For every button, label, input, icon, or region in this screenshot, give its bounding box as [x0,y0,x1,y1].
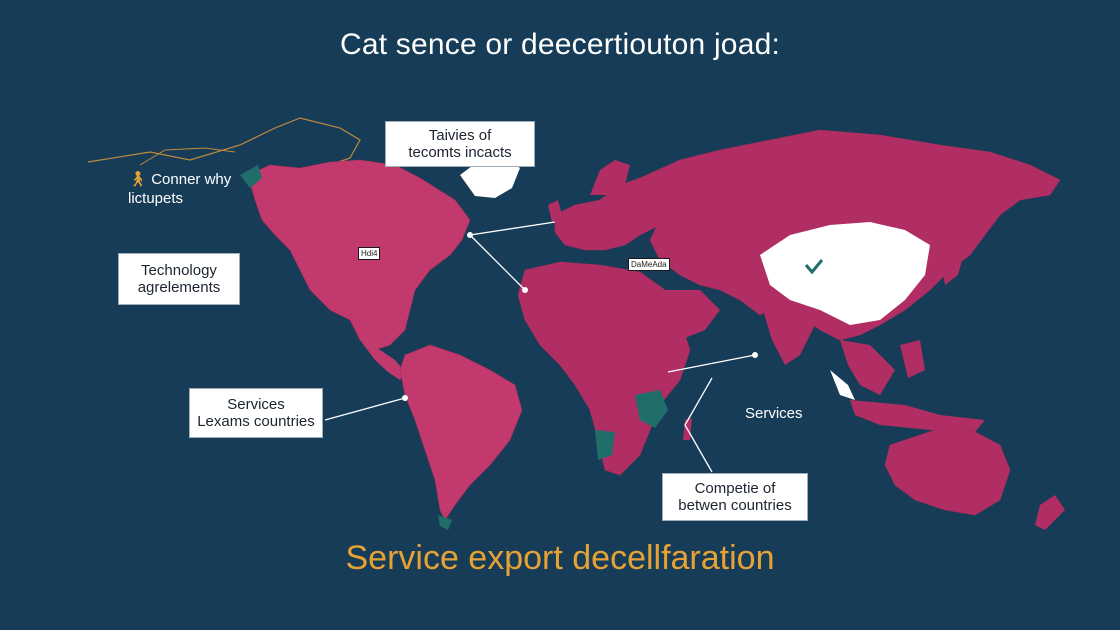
china-highlight [760,222,930,325]
alaska-tip [240,165,262,188]
greenland [460,158,520,198]
australia [884,429,1011,516]
connector-node-1 [467,232,473,238]
connector-line-2 [469,234,526,291]
check-mark-icon [804,259,824,275]
callout-competitie-line1: Competie of [694,480,776,497]
callout-technology-line1: Technology [141,262,217,279]
callout-tariffs-line1: Taivies of [428,127,492,144]
philippines [900,340,925,378]
callout-connector-text1: Conner why [151,171,232,188]
callout-connector-line1: 🚶︎ Conner why [128,170,231,189]
callout-connector-line2: lictupets [128,190,184,207]
sumatra-white [830,370,855,400]
trade-route-line-2 [139,147,236,166]
person-icon: 🚶︎ [128,171,148,188]
callout-tariffs-line2: tecomts incacts [408,144,512,161]
page-title: Cat sence or deecertiouton joad: [339,28,780,61]
arabia [660,290,720,340]
scandinavia [590,160,630,195]
callout-services-plain: Services [745,405,803,422]
callout-services-lexams-line2: Lexams countries [197,413,315,430]
japan [940,240,965,285]
connector-line-3 [324,397,406,421]
south-america [399,344,523,521]
new-zealand [1035,495,1065,530]
callout-competitie-line2: betwen countries [678,497,792,514]
connector-line-5 [684,377,713,473]
connector-node-2 [522,287,528,293]
callout-tariffs: Taivies of tecomts incacts [385,121,535,167]
callout-technology-line2: agrelements [137,279,221,296]
callout-connector: 🚶︎ Conner why lictupets [128,170,231,208]
callout-competitie: Competie of betwen countries [662,473,808,521]
callout-technology: Technology agrelements [118,253,240,305]
tag-north-america: Hdi4 [358,247,381,260]
uk [548,200,562,222]
footer-title: Service export decellfaration [345,539,775,577]
south-america-tip [438,515,452,530]
tag-mediterranean: DaMeAda [628,258,670,271]
connector-node-3 [402,395,408,401]
africa-east-teal [635,390,668,428]
trade-route-line [87,117,361,166]
connector-node-4 [752,352,758,358]
africa-south-teal [595,430,615,460]
india [760,300,815,365]
callout-services-lexams: Services Lexams countries [189,388,323,438]
indonesia [850,400,985,432]
central-america [360,340,405,380]
connector-line-4 [667,354,756,373]
connector-line-1 [469,221,556,236]
callout-services-lexams-line1: Services [227,396,285,413]
southeast-asia [840,340,895,395]
